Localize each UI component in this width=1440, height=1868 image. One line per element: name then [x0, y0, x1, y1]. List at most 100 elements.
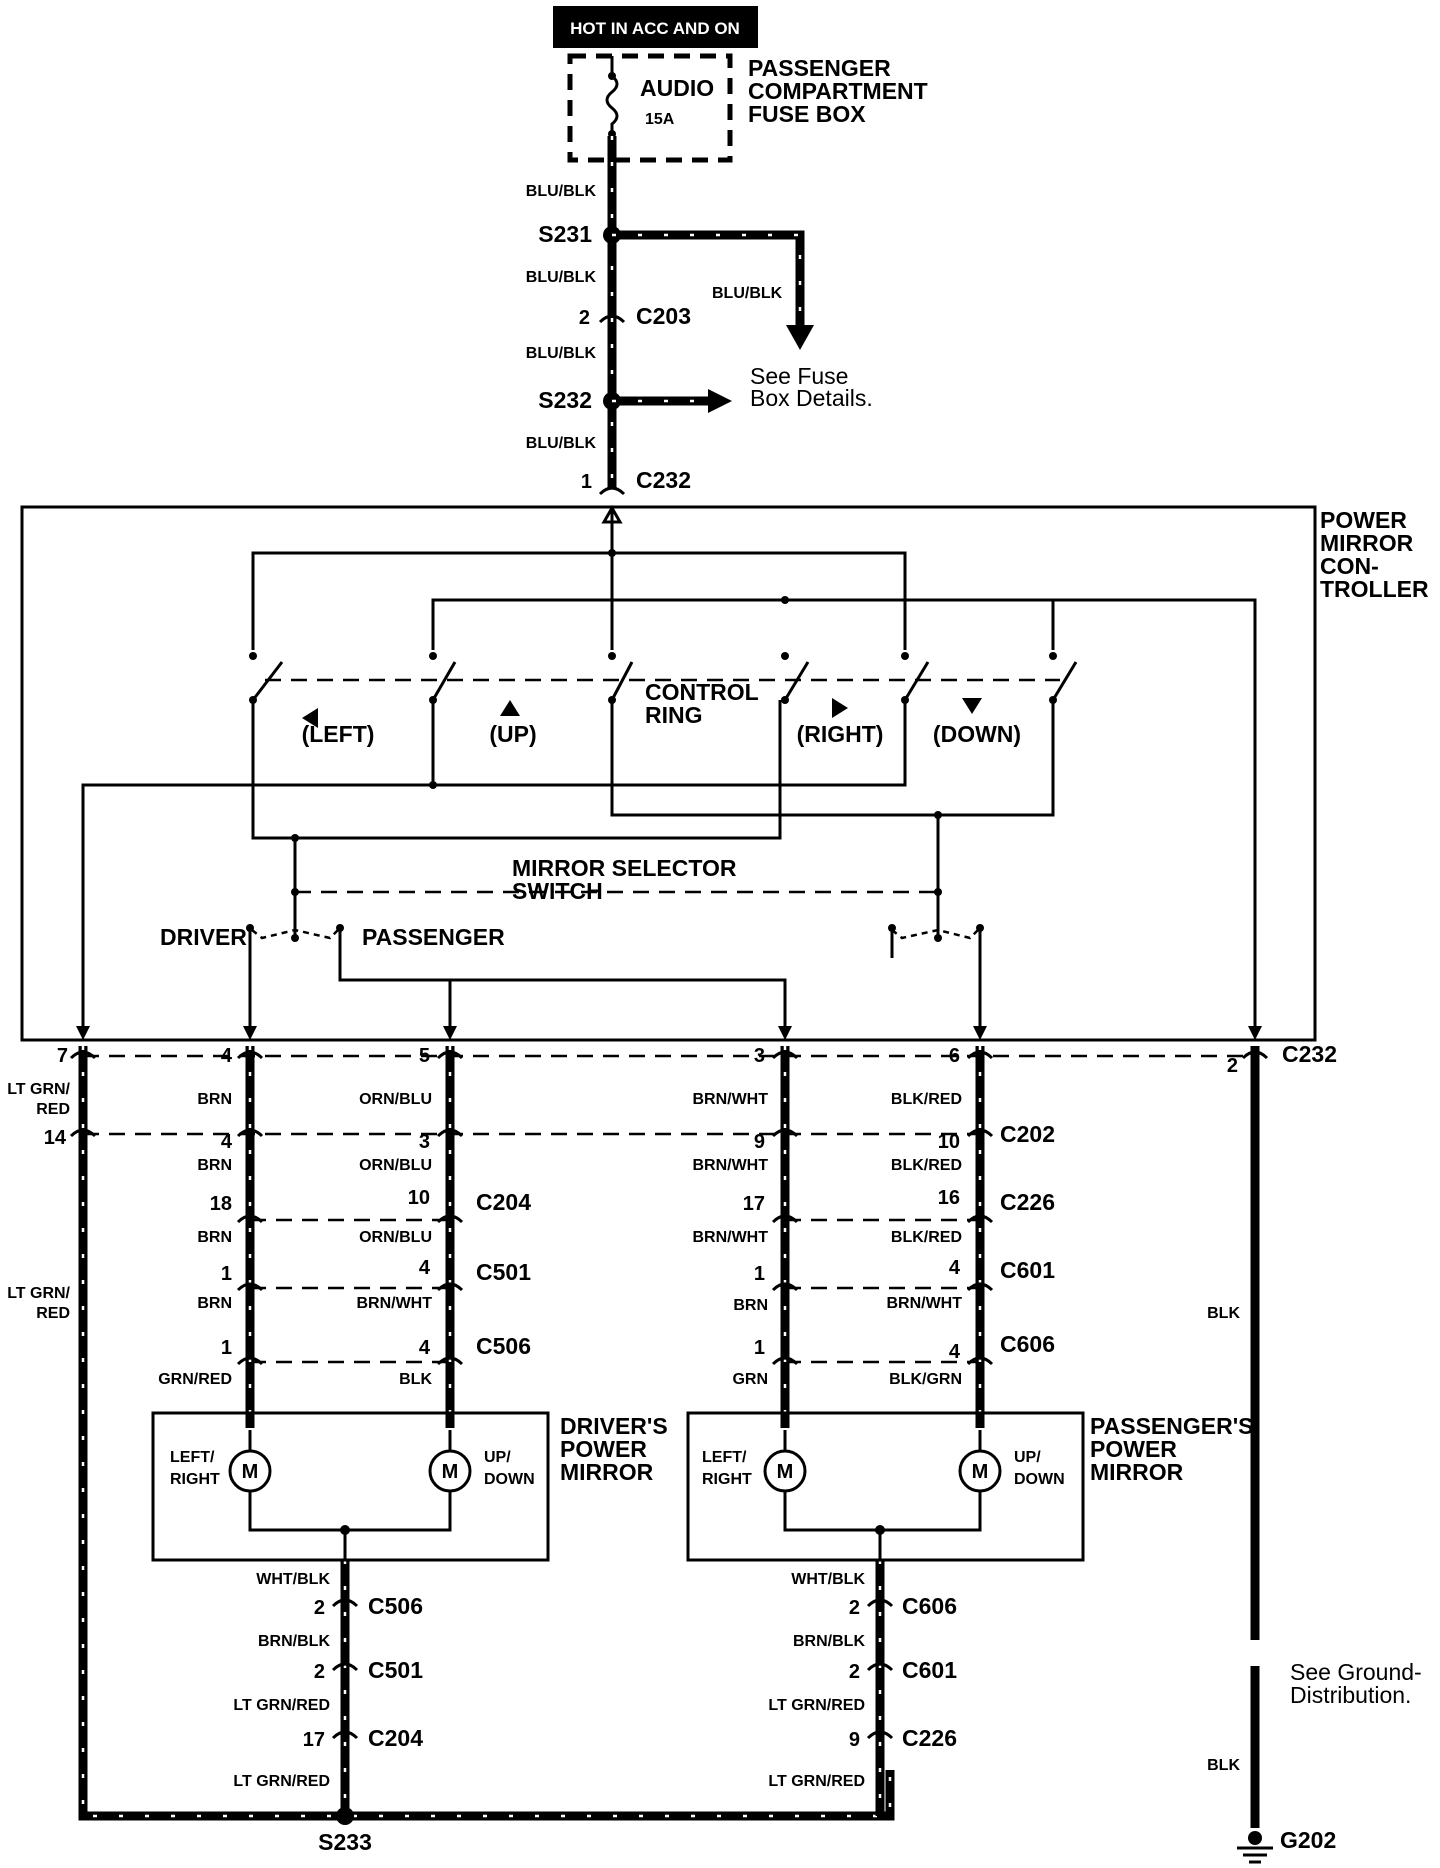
passenger-lr-label-2: RIGHT [702, 1471, 752, 1488]
dir-left-label: (LEFT) [302, 721, 375, 747]
connector-c506-label: C506 [476, 1333, 531, 1359]
passengers-power-mirror-box [686, 1411, 1085, 1562]
arrow-right-dir-icon [832, 698, 848, 718]
c501-pin-4: 4 [419, 1257, 431, 1279]
splice-s233 [336, 1807, 354, 1825]
driver-lr-label-1: LEFT/ [170, 1449, 215, 1466]
wire-lt-grn-red-1a: LT GRN/ [7, 1081, 70, 1098]
fuse-box-label-1: PASSENGER [748, 55, 891, 81]
wire-brn-4: BRN [197, 1295, 232, 1312]
c232-pin-1: 1 [581, 471, 592, 493]
wire-blk-grn: BLK/GRN [889, 1371, 962, 1388]
c232-pin-4: 4 [221, 1045, 233, 1067]
fuse-icon [605, 56, 619, 134]
wire-grn-red: GRN/RED [158, 1371, 232, 1388]
c232-pin-2: 2 [1227, 1055, 1238, 1077]
connector-c203-label: C203 [636, 303, 691, 329]
connector-c204-label: C204 [476, 1189, 531, 1215]
arrow-down-dir-icon [962, 698, 982, 714]
fuse-box-label-3: FUSE BOX [748, 101, 866, 127]
connector-c204-return-label: C204 [368, 1725, 423, 1751]
up-down-motor-icon [428, 1449, 472, 1493]
left-right-motor-icon [228, 1449, 272, 1493]
wire-brn-5: BRN [733, 1297, 768, 1314]
c501-pin-2: 2 [314, 1661, 325, 1683]
connector-c202-label: C202 [1000, 1121, 1055, 1147]
connector-c506-return-label: C506 [368, 1593, 423, 1619]
c232-pin-6: 6 [949, 1045, 960, 1067]
passenger-lr-motor-label: M [777, 1461, 794, 1483]
splice-s231-label: S231 [538, 221, 592, 247]
connector-c232-in-icon [598, 486, 626, 496]
c506-pin-4: 4 [419, 1337, 431, 1359]
drivers-mirror-label-2: POWER [560, 1436, 647, 1462]
mirror-selector-label-2: SWITCH [512, 878, 603, 904]
control-ring-label-1: CONTROL [645, 679, 759, 705]
c203-pin: 2 [579, 307, 590, 329]
control-ring-switches [249, 652, 1078, 704]
controller-label-1: POWER [1320, 507, 1407, 533]
wire-wht-blk-passenger: WHT/BLK [791, 1571, 865, 1588]
fuse-details-note-2: Box Details. [750, 385, 873, 411]
passengers-mirror-label-2: POWER [1090, 1436, 1177, 1462]
passenger-ud-label-2: DOWN [1014, 1471, 1065, 1488]
wire-brn-blk-driver: BRN/BLK [258, 1633, 330, 1650]
wire-lt-grn-red-1b: RED [36, 1101, 70, 1118]
wire-label-blu-blk-1: BLU/BLK [526, 183, 597, 200]
splice-s232-label: S232 [538, 387, 592, 413]
wire-blk-red-2: BLK/RED [891, 1157, 962, 1174]
controller-outputs [76, 1026, 1262, 1040]
c226-pin-17: 17 [743, 1193, 765, 1215]
ground-note-2: Distribution. [1290, 1682, 1411, 1708]
c506-pin-2: 2 [314, 1597, 325, 1619]
ground-note-1: See Ground- [1290, 1659, 1422, 1685]
wire-wht-blk-driver: WHT/BLK [256, 1571, 330, 1588]
wire-grn: GRN [732, 1371, 768, 1388]
wire-brn-wht-3: BRN/WHT [692, 1229, 768, 1246]
c606-pin-4: 4 [949, 1341, 961, 1363]
connector-c601-label: C601 [1000, 1257, 1055, 1283]
connector-c226-label: C226 [1000, 1189, 1055, 1215]
c232-pin-5: 5 [419, 1045, 430, 1067]
wire-blk-red-3: BLK/RED [891, 1229, 962, 1246]
passengers-mirror-label-1: PASSENGER'S [1090, 1413, 1254, 1439]
fuse-box-outline [567, 53, 733, 163]
return-bus [431, 598, 1055, 650]
arrow-left-icon [302, 708, 318, 728]
c204-pin-18: 18 [210, 1193, 232, 1215]
arrow-down-icon [786, 325, 814, 350]
power-source-box [553, 6, 758, 48]
c606-pin-1: 1 [754, 1337, 765, 1359]
driver-lr-motor-label: M [242, 1461, 259, 1483]
arrow-up-icon [500, 700, 520, 716]
wire-brn-wht-1: BRN/WHT [692, 1091, 768, 1108]
c202-pin-10: 10 [938, 1131, 960, 1153]
left-right-motor-icon [763, 1449, 807, 1493]
drivers-mirror-label-1: DRIVER'S [560, 1413, 668, 1439]
wire-label-blu-blk-branch: BLU/BLK [712, 285, 783, 302]
connector-c606-return-label: C606 [902, 1593, 957, 1619]
c226-pin-16: 16 [938, 1187, 960, 1209]
c232-pin-7: 7 [57, 1045, 68, 1067]
c601-pin-4: 4 [949, 1257, 961, 1279]
fuse-details-note-1: See Fuse [750, 363, 848, 389]
wire-orn-blu-3: ORN/BLU [359, 1229, 432, 1246]
ground-icon [1237, 1831, 1273, 1864]
c202-pin-9: 9 [754, 1131, 765, 1153]
c202-pin-4: 4 [221, 1131, 233, 1153]
s231-branch-wire [612, 230, 805, 330]
connector-c232-bottom-label: C232 [1282, 1041, 1337, 1067]
connector-c203-icon [598, 314, 626, 324]
c202-pin-3: 3 [419, 1131, 430, 1153]
wire-lt-grn-red-driver-2: LT GRN/RED [233, 1773, 330, 1790]
c606-pin-2: 2 [849, 1597, 860, 1619]
driver-lr-label-2: RIGHT [170, 1471, 220, 1488]
up-down-motor-icon [958, 1449, 1002, 1493]
wire-lt-grn-red-passenger-2: LT GRN/RED [768, 1773, 865, 1790]
wire-lt-grn-red-driver-1: LT GRN/RED [233, 1697, 330, 1714]
dir-up-label: (UP) [489, 721, 536, 747]
ground-g202-label: G202 [1280, 1827, 1336, 1853]
c204-pin-10: 10 [408, 1187, 430, 1209]
output-wires [78, 1046, 1260, 1828]
wire-lt-grn-red-2b: RED [36, 1305, 70, 1322]
